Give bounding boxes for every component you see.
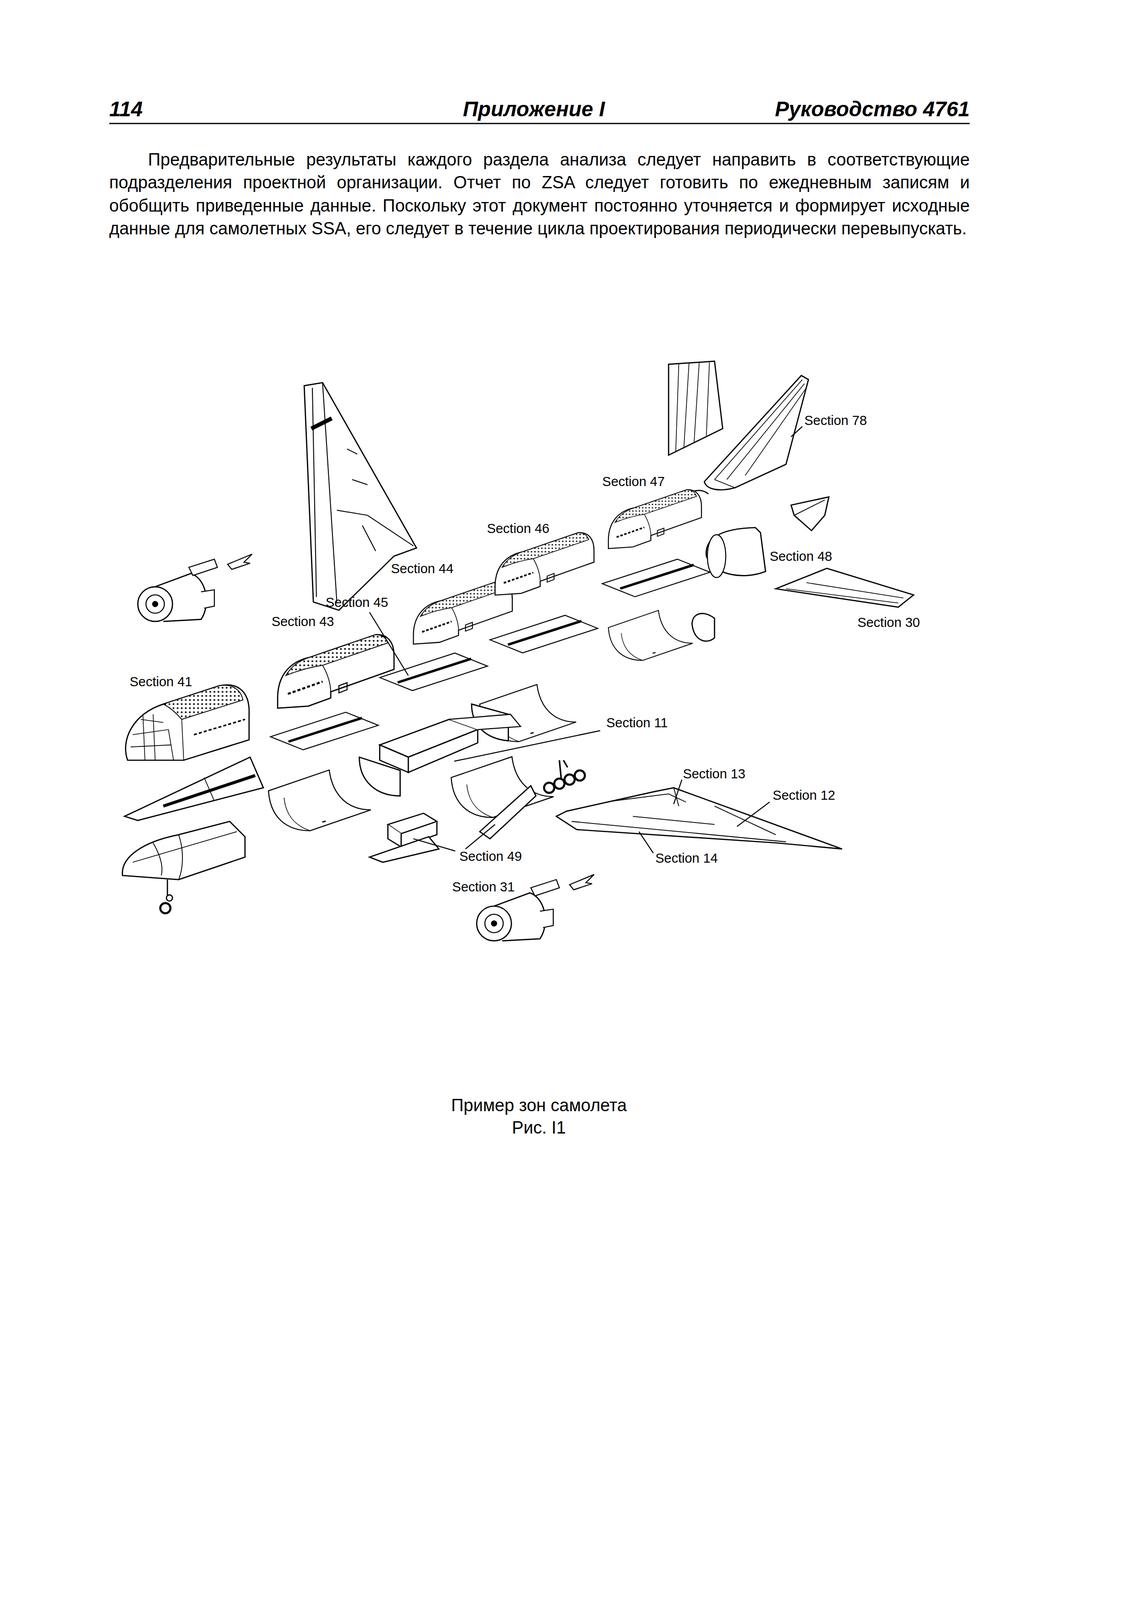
section-label: Section 48 [769, 548, 833, 565]
section-label: Section 31 [452, 879, 515, 895]
figure-caption: Пример зон самолета [451, 1094, 627, 1116]
section-label: Section 11 [606, 715, 669, 731]
section-label: Section 45 [325, 594, 389, 611]
running-header: Руководство 4761 [774, 96, 970, 122]
section-label: Section 13 [682, 766, 746, 782]
body-paragraph: Предварительные результаты каждого разде… [108, 148, 970, 241]
section-label: Section 14 [655, 850, 718, 867]
section-label: Section 43 [271, 613, 334, 630]
running-header: Приложение I [462, 96, 605, 122]
section-label: Section 47 [602, 473, 665, 490]
section-label: Section 30 [857, 614, 920, 631]
section-label: Section 41 [129, 674, 192, 690]
page-number: 114 [108, 96, 143, 122]
figure-number: Рис. I1 [512, 1117, 566, 1139]
section-label: Section 78 [804, 412, 867, 429]
section-label: Section 46 [487, 520, 550, 537]
section-label: Section 49 [459, 848, 522, 865]
section-label: Section 12 [772, 787, 836, 804]
section-label: Section 44 [390, 560, 454, 577]
